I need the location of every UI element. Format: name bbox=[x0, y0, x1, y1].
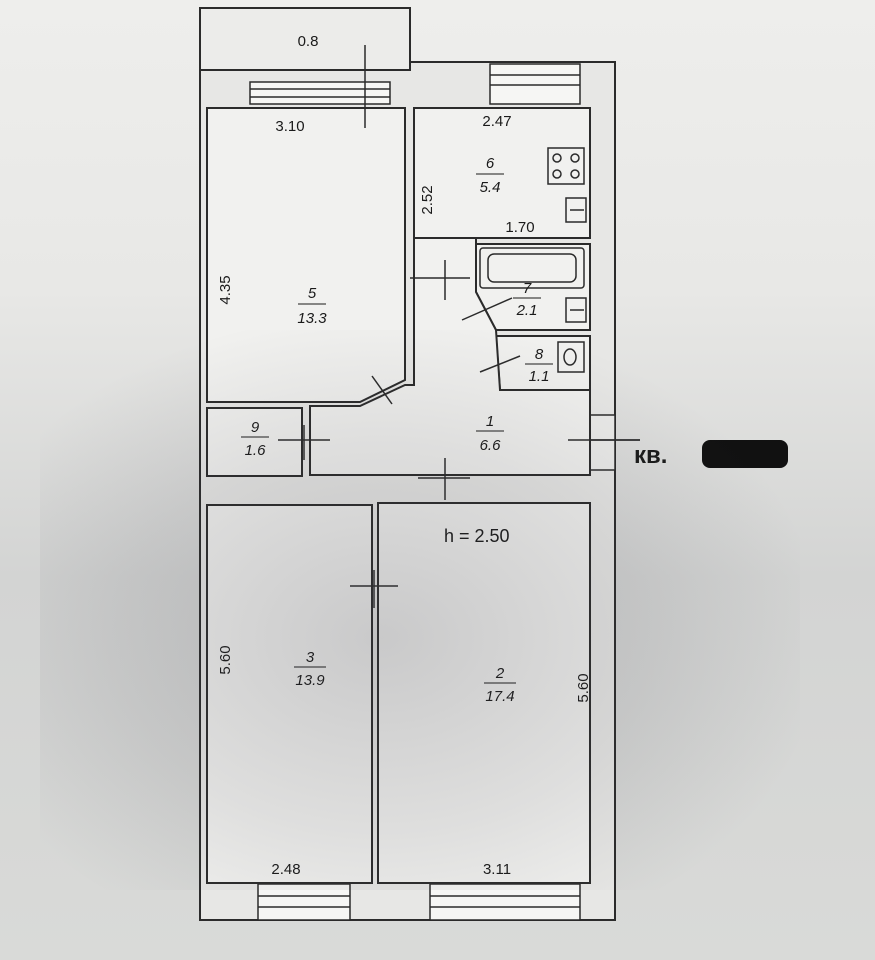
window-top-left bbox=[249, 81, 391, 105]
room-number: 8 bbox=[535, 346, 544, 363]
room-number: 3 bbox=[306, 649, 315, 666]
room-number: 2 bbox=[495, 665, 505, 682]
room-number: 7 bbox=[523, 280, 532, 297]
bathtub-icon bbox=[479, 247, 585, 289]
room-2 bbox=[377, 502, 591, 884]
apartment-label: кв. bbox=[634, 442, 667, 469]
room-3 bbox=[206, 504, 373, 884]
room-3-label: 3 13.9 bbox=[294, 649, 326, 689]
room-area: 6.6 bbox=[480, 437, 502, 454]
room-number: 1 bbox=[486, 413, 494, 430]
room-2-label: 2 17.4 bbox=[484, 665, 516, 705]
dim-room5-width: 3.10 bbox=[275, 118, 304, 135]
redaction-mark bbox=[702, 440, 788, 468]
room-area: 13.3 bbox=[297, 310, 327, 327]
room-number: 5 bbox=[308, 285, 317, 302]
window-top-right bbox=[489, 63, 581, 105]
toilet-icon bbox=[557, 341, 585, 373]
room-number: 9 bbox=[251, 419, 260, 436]
room-area: 1.6 bbox=[245, 442, 267, 459]
room-5-label: 5 13.3 bbox=[297, 285, 327, 327]
room-area: 13.9 bbox=[295, 672, 325, 689]
kitchen-sink-icon bbox=[565, 197, 587, 223]
dim-room6-length: 2.52 bbox=[419, 185, 436, 214]
room-8-label: 8 1.1 bbox=[525, 346, 553, 385]
room-5 bbox=[206, 107, 406, 403]
dim-room2-width: 3.11 bbox=[483, 861, 511, 878]
dim-room6-inner: 1.70 bbox=[505, 219, 534, 236]
balcony-area-label: 0.8 bbox=[298, 33, 319, 50]
dim-room6-width: 2.47 bbox=[482, 113, 511, 130]
dim-room3-width: 2.48 bbox=[271, 861, 300, 878]
dim-room3-length: 5.60 bbox=[217, 645, 234, 674]
balcony bbox=[199, 7, 411, 71]
room-area: 1.1 bbox=[529, 368, 550, 385]
door-marks bbox=[278, 45, 640, 608]
dim-room5-length: 4.35 bbox=[217, 275, 234, 304]
window-bottom-left bbox=[257, 883, 351, 921]
stove-icon bbox=[547, 147, 585, 185]
room-area: 2.1 bbox=[516, 302, 538, 319]
room-6-label: 6 5.4 bbox=[476, 155, 504, 196]
room-1-label: 1 6.6 bbox=[476, 413, 504, 454]
room-area: 5.4 bbox=[480, 179, 501, 196]
room-9 bbox=[206, 407, 303, 477]
room-7-label: 7 2.1 bbox=[513, 280, 541, 319]
entrance-door bbox=[589, 414, 640, 471]
room-number: 6 bbox=[486, 155, 495, 172]
washbasin-icon bbox=[565, 297, 587, 323]
room-area: 17.4 bbox=[485, 688, 514, 705]
dim-room2-length: 5.60 bbox=[575, 673, 592, 702]
room-9-label: 9 1.6 bbox=[241, 419, 269, 459]
room-1 bbox=[309, 237, 591, 476]
window-bottom-right bbox=[429, 883, 581, 921]
ceiling-height-label: h = 2.50 bbox=[444, 526, 510, 546]
